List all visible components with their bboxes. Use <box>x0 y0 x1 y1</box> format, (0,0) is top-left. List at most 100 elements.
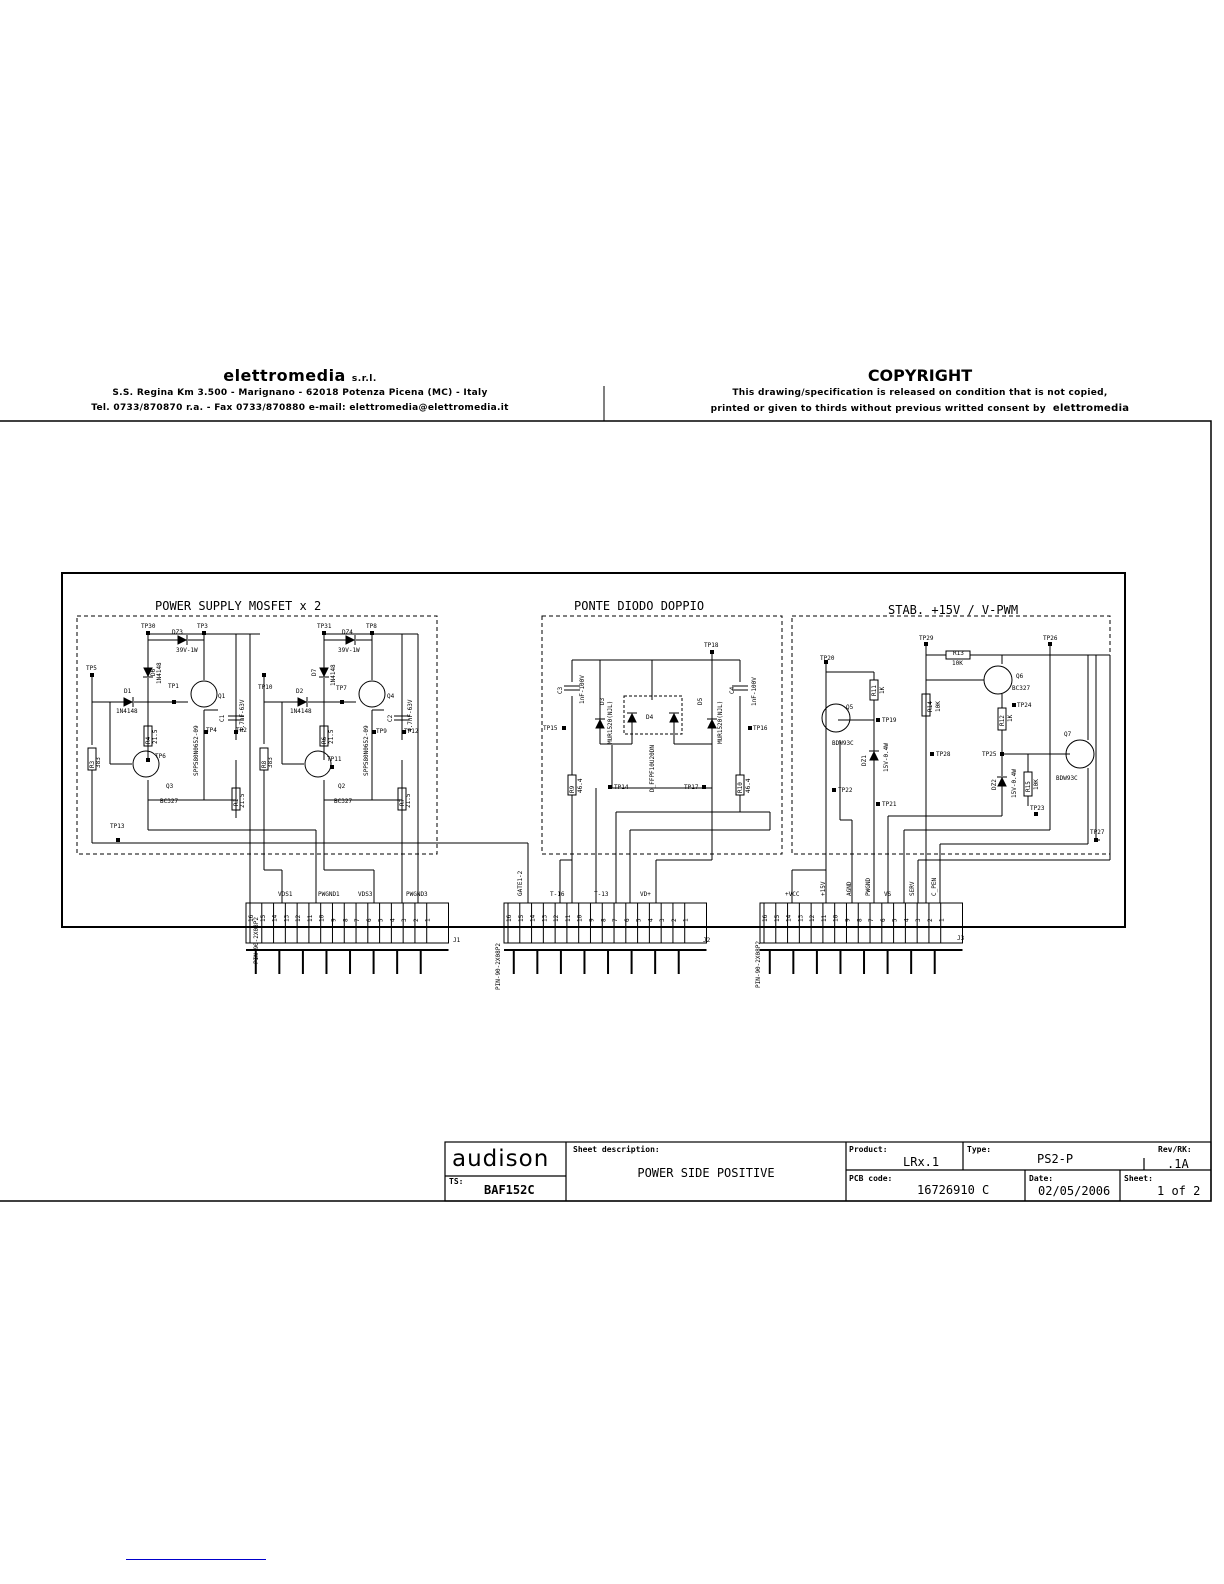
tp10-label: TP10 <box>258 684 273 691</box>
q4-ref: Q4 <box>387 693 395 700</box>
r9-ref: R9 <box>569 785 576 793</box>
j1-pin-number: 5 <box>378 918 385 922</box>
company-contact: Tel. 0733/870870 r.a. - Fax 0733/870880 … <box>91 403 509 413</box>
j3-pin-number: 15 <box>774 914 781 922</box>
j2-pin-number: 15 <box>518 914 525 922</box>
j3-pin-number: 16 <box>762 914 769 922</box>
resistor-r13 <box>945 650 971 660</box>
date-value: 02/05/2006 <box>1038 1184 1111 1198</box>
j2-pin-number: 14 <box>530 914 537 922</box>
rev-value: .1A <box>1167 1157 1189 1171</box>
resistor-r14 <box>921 693 931 717</box>
resistor-r1 <box>231 787 241 811</box>
resistor-r9 <box>567 774 577 796</box>
q5-value: BDW93C <box>832 740 854 747</box>
r13-value: 10K <box>952 660 963 667</box>
r1-value: 21.5 <box>239 793 246 808</box>
copyright-notice-line1: This drawing/specification is released o… <box>732 388 1108 398</box>
dz3-value: 39V-1W <box>176 647 198 654</box>
d1-ref: D1 <box>124 688 132 695</box>
j1-pin-number: 9 <box>330 918 337 922</box>
transistor-q2 <box>304 750 332 778</box>
j3-pin-number: 5 <box>892 918 899 922</box>
j2-pin-number: 7 <box>612 918 619 922</box>
r7-value: 21.5 <box>405 793 412 808</box>
connector-group <box>245 902 963 974</box>
diode-d5 <box>707 718 717 729</box>
j3-pin-number: 10 <box>833 914 840 922</box>
r8-value: 383 <box>267 757 274 768</box>
d4-ref: D4 <box>646 714 654 721</box>
q6-value: BC327 <box>1012 685 1030 692</box>
diode-d1 <box>123 697 134 707</box>
tp29-label: TP29 <box>919 635 934 642</box>
j1-pin-number: 16 <box>248 914 255 922</box>
j1-part: PIN-90-2X08P2 <box>253 917 260 964</box>
q2-ref: Q2 <box>338 783 346 790</box>
d4-value: D_FFPF10U20DN <box>649 745 656 792</box>
zener-dz1 <box>869 750 879 761</box>
j3-part: PIN-90-2X08P2 <box>755 941 762 988</box>
ts-value: BAF152C <box>484 1183 535 1197</box>
mosfet-q1 <box>190 680 218 708</box>
j2-pin-number: 10 <box>577 914 584 922</box>
j3-label-cpen: C_PEN <box>931 878 938 896</box>
copyright-brand: elettromedia <box>1052 403 1130 414</box>
j2-pin-number: 3 <box>659 918 666 922</box>
j1-pin-number: 6 <box>366 918 373 922</box>
r15-value: 10K <box>1033 779 1040 790</box>
product-label: Product: <box>849 1145 888 1154</box>
diode-d6 <box>143 667 153 678</box>
r12-ref: R12 <box>999 715 1006 726</box>
q5-ref: Q5 <box>846 704 854 711</box>
q3-value: BC327 <box>160 798 178 805</box>
page-link-underline <box>126 1559 266 1560</box>
c4-value: 1nF-100V <box>751 677 758 706</box>
tp27-label: TP27 <box>1090 829 1105 836</box>
j2-pin-number: 6 <box>624 918 631 922</box>
company-suffix: s.r.l. <box>351 374 377 384</box>
c1-ref: C1 <box>219 714 226 722</box>
j1-pin-number: 11 <box>307 914 314 922</box>
transistor-q5 <box>821 703 851 733</box>
j3-pin-number: 2 <box>927 918 934 922</box>
j1-label-pwgnd1: PWGND1 <box>318 891 340 898</box>
pcb-value: 16726910 C <box>917 1183 990 1197</box>
d5-value: MUR1520(NJL) <box>717 701 724 744</box>
tp17-label: TP17 <box>684 784 699 791</box>
company-address: S.S. Regina Km 3.500 - Marignano - 62018… <box>112 388 488 398</box>
r9-value: 46.4 <box>577 778 584 793</box>
tp21-label: TP21 <box>882 801 897 808</box>
j3-label-pwgnd: PWGND <box>865 878 872 896</box>
tp30-label: TP30 <box>141 623 156 630</box>
dz4-ref: DZ4 <box>342 629 353 636</box>
sheet-description: POWER SIDE POSITIVE <box>637 1166 775 1180</box>
tp2-label: TP2 <box>236 727 247 734</box>
j2-label-vd: VD+ <box>640 891 651 898</box>
resistor-r7 <box>397 787 407 811</box>
tp9-label: TP9 <box>376 728 387 735</box>
q2-value: BC327 <box>334 798 352 805</box>
tp28-label: TP28 <box>936 751 951 758</box>
capacitor-c2 <box>394 715 410 721</box>
transistor-q7 <box>1065 739 1095 769</box>
dz4-value: 39V-1W <box>338 647 360 654</box>
tp19-label: TP19 <box>882 717 897 724</box>
tp16-label: TP16 <box>753 725 768 732</box>
j3-pin-number: 8 <box>856 918 863 922</box>
d2-value: 1N4148 <box>290 708 312 715</box>
product-value: LRx.1 <box>903 1155 940 1169</box>
q7-ref: Q7 <box>1064 731 1072 738</box>
r10-value: 46.4 <box>745 778 752 793</box>
j1-pin-number: 15 <box>260 914 267 922</box>
dz2-ref: DZ2 <box>991 779 998 790</box>
sheet-value: 1 of 2 <box>1157 1184 1201 1198</box>
type-value: PS2-P <box>1037 1152 1074 1166</box>
zener-dz2 <box>997 776 1007 787</box>
zener-dz3 <box>177 635 188 645</box>
j1-label-pwgnd3: PWGND3 <box>406 891 428 898</box>
j1-ref: J1 <box>453 937 461 944</box>
j3-pin-number: 7 <box>868 918 875 922</box>
company-name: elettromedia s.r.l. <box>60 366 540 385</box>
resistor-r3 <box>87 747 97 771</box>
